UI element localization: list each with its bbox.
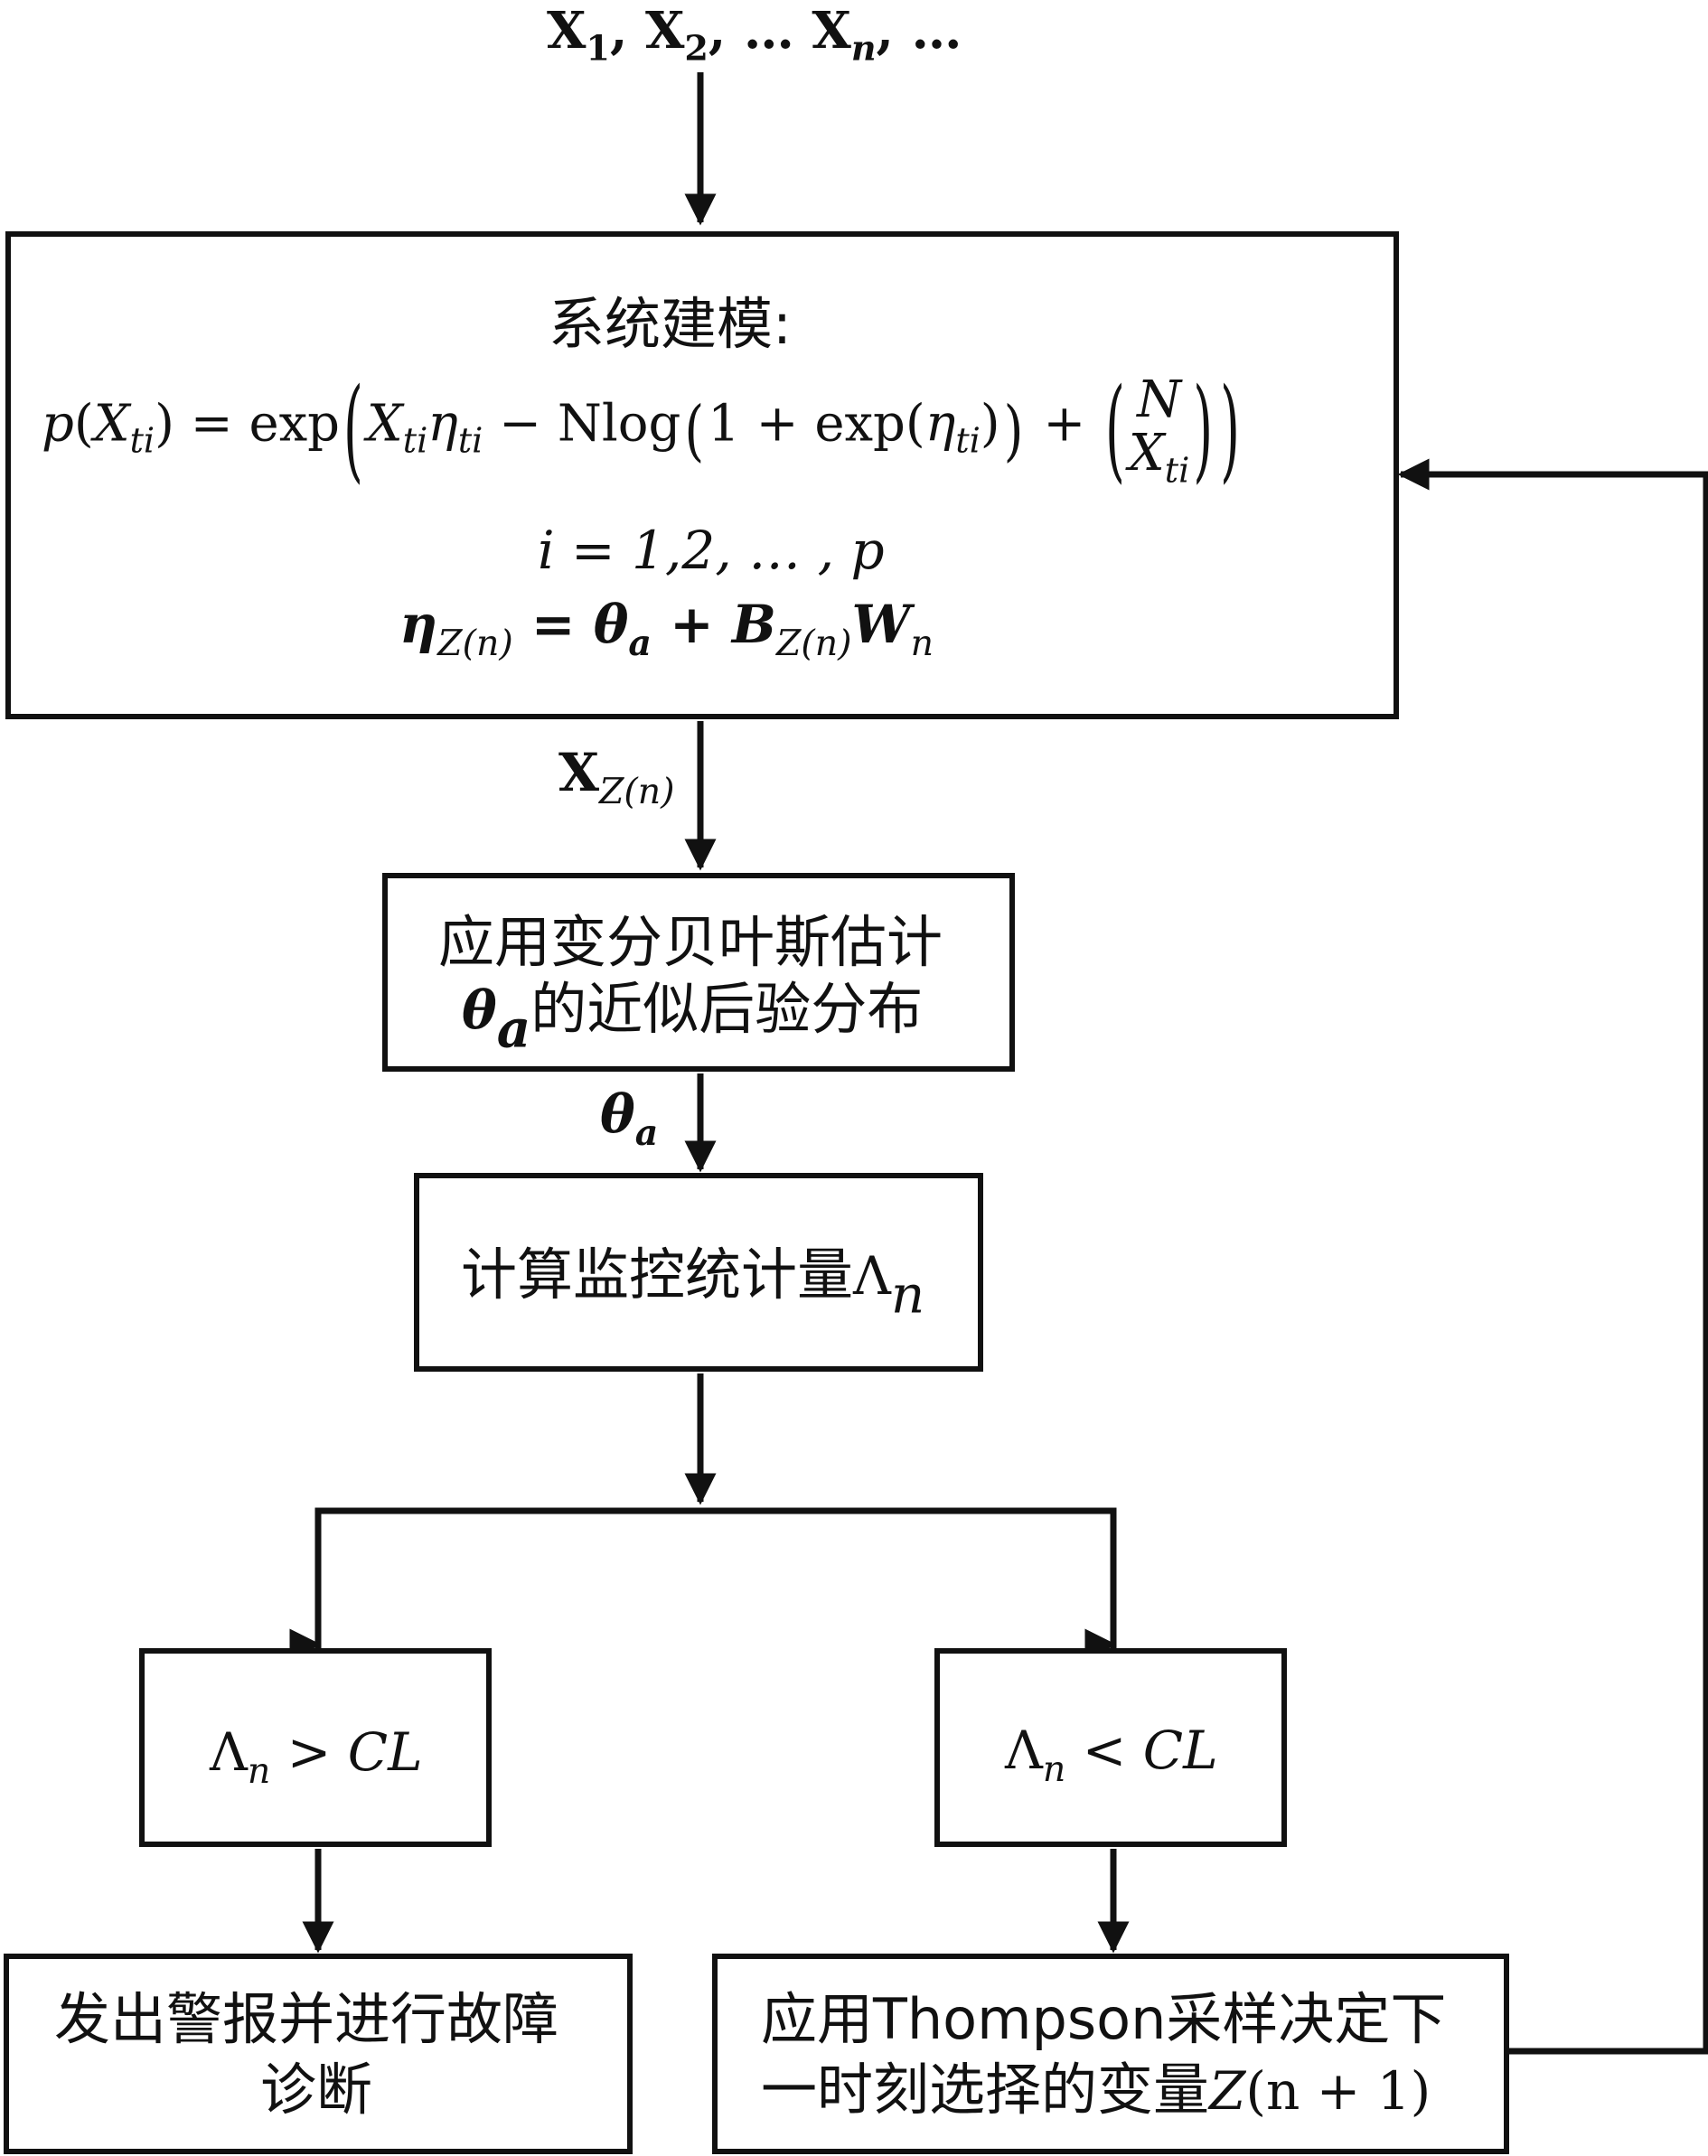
thompson-line2: 一时刻选择的变量Z(n + 1) — [761, 2057, 1431, 2123]
alarm-diagnosis-box: 发出警报并进行故障 诊断 — [4, 1954, 633, 2154]
eta-definition: ηZ(n) = θa + BZ(n)Wn — [399, 594, 934, 664]
thompson-sampling-box: 应用Thompson采样决定下 一时刻选择的变量Z(n + 1) — [712, 1954, 1509, 2154]
alarm-line1: 发出警报并进行故障 — [54, 1986, 559, 2052]
exceeds-limit-box: Λn > CL — [139, 1648, 492, 1847]
feedback-loop — [1397, 458, 1708, 2055]
edge-label-theta: θa — [600, 1083, 659, 1154]
vb-line2: θa的近似后验分布 — [462, 976, 924, 1060]
edge-label-xz: XZ(n) — [558, 742, 675, 812]
system-modeling-box: 系统建模: p(Xti) = exp(Xtiηti − Nlog(1 + exp… — [5, 231, 1399, 719]
model-title: 系统建模: — [549, 291, 792, 357]
input-sequence: X1, X2, … Xn, … — [547, 1, 962, 69]
below-limit-label: Λn < CL — [1005, 1720, 1218, 1790]
variational-bayes-box: 应用变分贝叶斯估计 θa的近似后验分布 — [382, 873, 1015, 1072]
exceeds-limit-label: Λn > CL — [210, 1721, 423, 1792]
alarm-line2: 诊断 — [260, 2057, 373, 2123]
model-equation: p(Xti) = exp(Xtiηti − Nlog(1 + exp(ηti))… — [42, 366, 1240, 496]
thompson-line1: 应用Thompson采样决定下 — [761, 1986, 1447, 2052]
stat-label: 计算监控统计量Λn — [461, 1242, 925, 1326]
model-range: i = 1,2, … , p — [538, 520, 885, 581]
monitoring-statistic-box: 计算监控统计量Λn — [414, 1173, 983, 1372]
branch-line — [314, 1507, 1117, 1681]
below-limit-box: Λn < CL — [934, 1648, 1287, 1847]
vb-line1: 应用变分贝叶斯估计 — [438, 909, 943, 975]
